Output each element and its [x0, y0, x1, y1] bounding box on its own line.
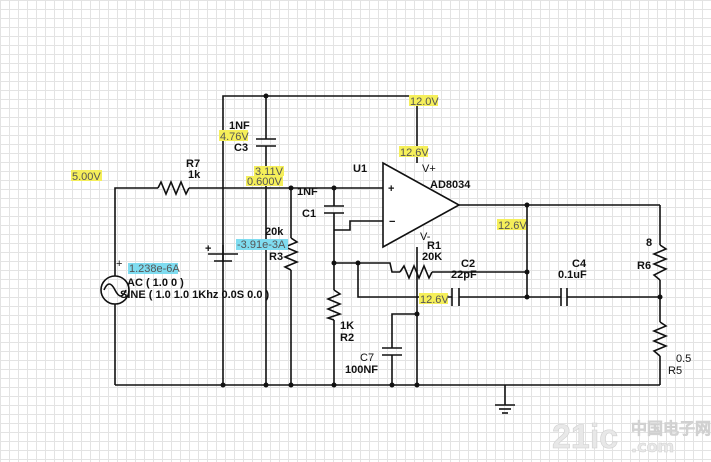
- r3-ref: R3: [269, 251, 283, 263]
- probe-v-out[interactable]: 12.6V: [498, 220, 527, 232]
- ground-icon: [495, 385, 515, 414]
- r1-ref: R1: [427, 240, 441, 252]
- u1-vplus: V+: [422, 163, 436, 175]
- r5-value: 0.5: [676, 353, 691, 365]
- c2-value: 22pF: [451, 269, 477, 281]
- c3-value: 1NF: [229, 120, 250, 132]
- junction-dots: [220, 93, 663, 388]
- resistor-r1[interactable]: [399, 263, 433, 281]
- probe-v-node1[interactable]: 3.11V: [255, 166, 284, 178]
- labels: U1 AD8034 V+ V- R7 1k 1NF C3 1NF C1 20k …: [116, 120, 691, 377]
- watermark-logo: 21ic 中国电子网 .com: [552, 418, 711, 457]
- probe-v-in[interactable]: 5.00V: [72, 171, 101, 183]
- source-sine: SINE ( 1.0 1.0 1Khz 0.0S 0.0 ): [120, 289, 270, 301]
- ac-source[interactable]: [100, 275, 130, 305]
- r5-ref: R5: [668, 365, 682, 377]
- c3-ref: C3: [234, 142, 248, 154]
- c2-ref: C2: [461, 258, 475, 270]
- probe-i-src[interactable]: 1.238e-6A: [129, 263, 180, 275]
- r3-value: 20k: [265, 226, 284, 238]
- probe-v-node2[interactable]: 0.600V: [247, 176, 283, 188]
- c7-ref: C7: [360, 352, 374, 364]
- u1-part: AD8034: [430, 179, 471, 191]
- c4-ref: C4: [572, 258, 587, 270]
- c7-value: 100NF: [345, 364, 378, 376]
- resistor-r6[interactable]: [651, 244, 669, 281]
- battery-plus: +: [205, 243, 211, 255]
- probe-tags: 5.00V 4.76V 3.11V 0.600V 12.0V 12.6V 12.…: [71, 95, 527, 306]
- opamp-plus-input: +: [388, 183, 394, 195]
- source-plus: +: [116, 258, 122, 270]
- source-ac: AC ( 1.0 0 ): [127, 277, 184, 289]
- u1-ref: U1: [353, 163, 367, 175]
- probe-i-r3[interactable]: -3.91e-3A: [237, 239, 286, 251]
- r1-value: 20K: [422, 251, 442, 263]
- opamp-u1[interactable]: + −: [382, 161, 461, 249]
- probe-v-c3[interactable]: 4.76V: [220, 131, 249, 143]
- c4-value: 0.1uF: [558, 269, 587, 281]
- r6-value: 8: [646, 237, 652, 249]
- opamp-minus-input: −: [389, 216, 395, 228]
- probe-v-fb[interactable]: 12.6V: [420, 294, 449, 306]
- watermark-text: 21ic: [552, 418, 618, 456]
- r7-ref: R7: [186, 158, 200, 170]
- r6-ref: R6: [637, 260, 651, 272]
- r2-value: 1K: [340, 320, 354, 332]
- capacitor-c7[interactable]: [382, 347, 402, 356]
- capacitor-c3[interactable]: [256, 138, 276, 147]
- r2-ref: R2: [340, 332, 354, 344]
- capacitor-c4[interactable]: [560, 288, 568, 306]
- resistor-r5[interactable]: [651, 321, 669, 357]
- resistor-r2[interactable]: [325, 289, 343, 321]
- r7-value: 1k: [188, 169, 201, 181]
- capacitor-c2[interactable]: [451, 288, 460, 306]
- capacitor-c1[interactable]: [324, 205, 344, 214]
- watermark-cn: 中国电子网: [631, 419, 711, 438]
- probe-v-vplus[interactable]: 12.6V: [400, 147, 429, 159]
- probe-v-top[interactable]: 12.0V: [410, 96, 439, 108]
- resistor-r3[interactable]: [282, 237, 300, 271]
- c1-value: 1NF: [297, 186, 318, 198]
- watermark-domain: .com: [631, 437, 674, 456]
- battery[interactable]: +: [205, 243, 238, 262]
- resistor-r7[interactable]: [157, 179, 190, 197]
- u1-vminus: V-: [420, 231, 431, 243]
- c1-ref: C1: [302, 208, 316, 220]
